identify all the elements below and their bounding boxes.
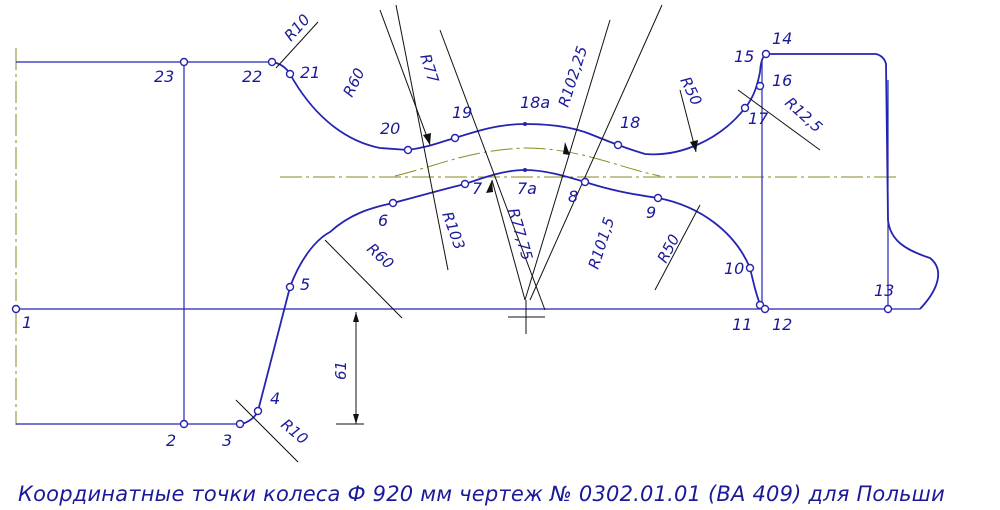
point-7a-label: 7а bbox=[517, 179, 537, 198]
point-22-label: 22 bbox=[242, 67, 262, 86]
point-7-marker bbox=[460, 179, 470, 189]
point-19-marker bbox=[450, 133, 460, 143]
point-18-label: 18 bbox=[620, 113, 640, 132]
point-12-marker bbox=[760, 304, 770, 314]
mid-curve bbox=[394, 147, 661, 177]
leader-r10-bot bbox=[235, 399, 299, 463]
leader-r77 bbox=[395, 4, 449, 271]
leader-r103 bbox=[439, 29, 546, 311]
point-9-label: 9 bbox=[646, 203, 656, 222]
leader-r60-bot bbox=[324, 239, 403, 319]
point-7a-marker bbox=[523, 168, 527, 172]
point-18a-label: 18а bbox=[520, 93, 550, 112]
point-15-label: 15 bbox=[734, 47, 754, 66]
point-10-label: 10 bbox=[724, 259, 744, 278]
point-6-label: 6 bbox=[378, 211, 388, 230]
point-6-marker bbox=[388, 198, 398, 208]
arrow-r50-top bbox=[690, 140, 698, 152]
arrow-r60-top bbox=[423, 133, 431, 145]
point-20-label: 20 bbox=[380, 119, 400, 138]
point-2-marker bbox=[179, 419, 189, 429]
point-16-label: 16 bbox=[772, 71, 792, 90]
point-2-label: 2 bbox=[166, 431, 176, 450]
dim-61: 61 bbox=[332, 361, 350, 380]
lower-profile bbox=[241, 169, 763, 425]
point-23-marker bbox=[179, 57, 189, 67]
point-7-label: 7 bbox=[472, 179, 483, 198]
point-13-marker bbox=[883, 304, 893, 314]
point-4-marker bbox=[253, 406, 263, 416]
leader-r77-75 bbox=[491, 179, 526, 301]
dim-r101-5: R101,5 bbox=[585, 215, 619, 271]
point-10-marker bbox=[745, 263, 755, 273]
dim-r77: R77 bbox=[416, 52, 442, 86]
point-18a-marker bbox=[523, 122, 527, 126]
point-17-label: 17 bbox=[748, 109, 769, 128]
point-22-marker bbox=[267, 57, 277, 67]
dim-r50-bot: R50 bbox=[654, 231, 684, 266]
point-16-marker bbox=[755, 81, 765, 91]
point-21-label: 21 bbox=[300, 63, 320, 82]
dim-r10-bot: R10 bbox=[277, 415, 311, 448]
point-18-marker bbox=[613, 140, 623, 150]
point-3-marker bbox=[235, 419, 245, 429]
wheel-profile-drawing: 1 2 3 4 5 6 7 7а 8 9 10 11 12 13 14 15 1… bbox=[11, 4, 939, 463]
point-3-label: 3 bbox=[222, 431, 232, 450]
point-4-label: 4 bbox=[270, 389, 280, 408]
point-1-label: 1 bbox=[22, 313, 32, 332]
arrow-r77-75 bbox=[486, 180, 493, 193]
point-12-label: 12 bbox=[772, 315, 792, 334]
leader-r102 bbox=[529, 4, 663, 301]
point-5-label: 5 bbox=[300, 275, 310, 294]
upper-profile bbox=[271, 53, 939, 310]
point-9-marker bbox=[653, 193, 663, 203]
point-13-label: 13 bbox=[874, 281, 894, 300]
point-17-marker bbox=[740, 103, 750, 113]
dim-r10-top: R10 bbox=[281, 11, 314, 45]
point-23-label: 23 bbox=[154, 67, 174, 86]
dim-r60-top: R60 bbox=[339, 65, 368, 99]
point-5-marker bbox=[285, 282, 295, 292]
point-19-label: 19 bbox=[452, 103, 472, 122]
point-8-label: 8 bbox=[568, 187, 578, 206]
leader-r60-top bbox=[379, 9, 431, 146]
point-11-label: 11 bbox=[732, 315, 752, 334]
leader-r101-5 bbox=[524, 19, 611, 301]
leader-r10-top bbox=[275, 21, 319, 69]
point-8-marker bbox=[580, 177, 590, 187]
dim-61-arrow-top bbox=[353, 312, 359, 322]
point-20-marker bbox=[403, 145, 413, 155]
drawing-caption: Координатные точки колеса Ф 920 мм черте… bbox=[18, 482, 945, 506]
dim-r12-5: R12,5 bbox=[781, 94, 826, 137]
dim-r60-bot: R60 bbox=[363, 240, 397, 273]
leader-r50-bot bbox=[654, 204, 701, 291]
point-14-label: 14 bbox=[772, 29, 792, 48]
point-1-marker bbox=[11, 304, 21, 314]
leader-r12-5 bbox=[737, 89, 821, 151]
point-21-marker bbox=[285, 69, 295, 79]
dim-61-arrow-bottom bbox=[353, 414, 359, 424]
arrow-r102 bbox=[563, 142, 570, 155]
dim-r77-75: R77,75 bbox=[504, 206, 536, 262]
point-14-marker bbox=[761, 49, 771, 59]
